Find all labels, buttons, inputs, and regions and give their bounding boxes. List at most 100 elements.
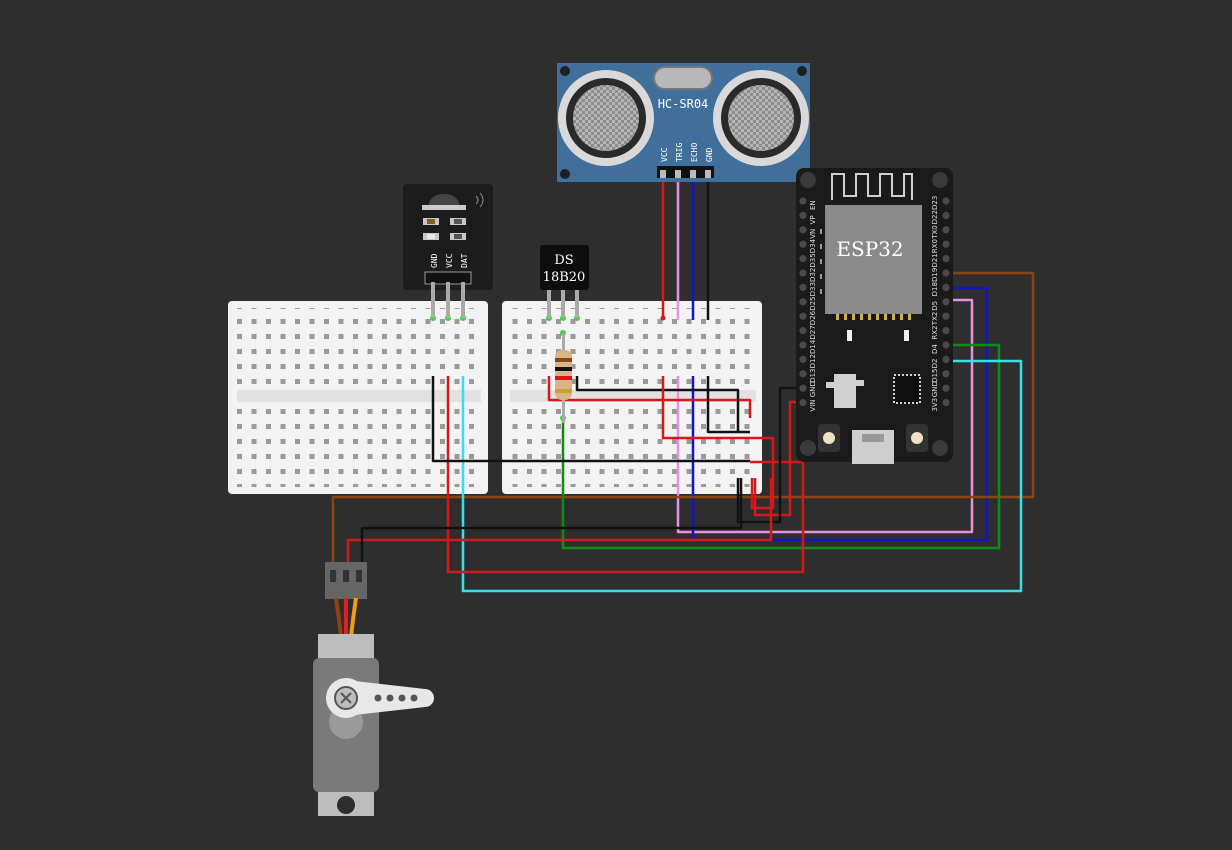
esp32-board[interactable]: ESP32 ENVPVND34D35D32D33D25D26D27D14D12D… — [796, 168, 953, 464]
wire-ir-gnd[interactable] — [431, 376, 750, 463]
wire-servo-signal[interactable] — [331, 271, 1035, 570]
esp32-left-pin-label: D35 — [809, 253, 817, 267]
esp32-right-pin-header: D23D22TX0RX0D21D19D18D5TX2RX2D4D2D15GND3… — [931, 196, 950, 412]
esp32-right-pin-hole[interactable] — [942, 255, 950, 263]
esp32-right-pin-label: TX0 — [931, 225, 939, 240]
wire-ir-vcc[interactable] — [446, 376, 805, 574]
antenna-trace-icon — [831, 173, 913, 200]
esp32-left-pin-hole[interactable] — [799, 269, 807, 277]
esp32-right-pin-hole[interactable] — [942, 298, 950, 306]
esp32-label: ESP32 — [836, 237, 903, 261]
ir-receiver[interactable]: GND VCC DAT — [403, 184, 493, 318]
esp32-right-pin-label: D4 — [931, 344, 939, 354]
esp32-left-pin-hole[interactable] — [799, 298, 807, 306]
esp32-right-pin-hole[interactable] — [942, 312, 950, 320]
esp32-right-pin-label: D22 — [931, 210, 939, 224]
wire-ir-d2[interactable] — [461, 359, 1023, 593]
esp32-left-pin-hole[interactable] — [799, 355, 807, 363]
esp32-left-pin-hole[interactable] — [799, 283, 807, 291]
esp32-left-pin-label: EN — [809, 200, 817, 210]
esp32-right-pin-hole[interactable] — [942, 370, 950, 378]
esp32-left-pin-label: GND — [809, 381, 817, 397]
esp32-right-pin-hole[interactable] — [942, 211, 950, 219]
esp32-right-pin-hole[interactable] — [942, 197, 950, 205]
wire-ds18b20-vcc[interactable] — [547, 376, 752, 418]
ds18b20-sensor[interactable]: DS 18B20 — [540, 245, 589, 318]
esp32-left-pin-label: D26 — [809, 310, 817, 325]
esp32-left-pin-label: VN — [809, 229, 817, 239]
esp32-left-pin-label: D14 — [809, 339, 817, 354]
boot-button-icon[interactable] — [818, 424, 840, 452]
esp32-right-pin-hole[interactable] — [942, 341, 950, 349]
esp32-right-pin-hole[interactable] — [942, 355, 950, 363]
breadboard-right[interactable] — [502, 301, 762, 494]
esp32-right-pin-label: D18 — [931, 282, 939, 296]
esp32-left-pin-hole[interactable] — [799, 399, 807, 407]
transducer-right — [713, 70, 809, 166]
esp32-left-pin-hole[interactable] — [799, 197, 807, 205]
esp32-left-pin-label: D34 — [809, 238, 817, 253]
esp32-left-pin-hole[interactable] — [799, 240, 807, 248]
esp32-left-pin-label: VIN — [809, 400, 817, 412]
esp32-right-pin-hole[interactable] — [942, 327, 950, 335]
wire-ds18b20-gnd[interactable] — [575, 376, 740, 432]
wire-esp32-vin[interactable] — [753, 400, 803, 517]
hc-sr04-sensor[interactable]: HC-SR04 VCC TRIG ECHO GND — [557, 63, 810, 182]
wire-servo-gnd[interactable] — [360, 478, 743, 570]
esp32-right-pin-hole[interactable] — [942, 283, 950, 291]
esp32-right-pin-hole[interactable] — [942, 269, 950, 277]
wire-servo-vcc[interactable] — [346, 478, 773, 570]
esp32-right-pin-label: 3V3 — [931, 398, 939, 412]
esp32-right-pin-label: D21 — [931, 253, 939, 267]
esp32-right-pin-hole[interactable] — [942, 399, 950, 407]
esp32-left-pin-label: D25 — [809, 296, 817, 310]
wire-esp32-gnd[interactable] — [736, 386, 803, 524]
esp32-right-pin-label: RX2 — [931, 325, 939, 339]
esp32-right-pin-hole[interactable] — [942, 240, 950, 248]
esp32-left-pin-label: D33 — [809, 282, 817, 296]
esp32-left-pin-hole[interactable] — [799, 341, 807, 349]
ds18b20-label-line2: 18B20 — [543, 270, 586, 285]
esp32-left-pin-label: D13 — [809, 368, 817, 382]
esp32-left-pin-label: VP — [809, 215, 817, 224]
wire-hcsr04-gnd-rail[interactable] — [706, 376, 750, 434]
ir-pin-gnd: GND — [430, 253, 439, 268]
esp32-left-pin-hole[interactable] — [799, 255, 807, 263]
ir-pin-dat: DAT — [460, 253, 469, 268]
esp32-left-pin-label: D27 — [809, 325, 817, 339]
esp32-right-pin-label: RX0 — [931, 239, 939, 253]
esp32-right-pin-hole[interactable] — [942, 226, 950, 234]
wire-ds18b20-d4[interactable] — [561, 343, 1001, 550]
wire-hcsr04-vcc-rail[interactable] — [661, 376, 775, 510]
esp32-right-pin-hole[interactable] — [942, 384, 950, 392]
wire-echo-d18[interactable] — [691, 286, 989, 542]
breadboard-left[interactable] — [228, 301, 488, 494]
esp32-right-pin-label: TX2 — [931, 312, 939, 327]
hc-sr04-label: HC-SR04 — [658, 97, 709, 111]
esp32-right-pin-label: D5 — [931, 301, 939, 311]
esp32-left-pin-hole[interactable] — [799, 370, 807, 378]
esp32-right-pin-label: D15 — [931, 368, 939, 382]
wire-trig-d5[interactable] — [676, 298, 974, 534]
servo-motor[interactable] — [313, 562, 434, 816]
wires — [331, 175, 1035, 593]
esp32-right-pin-label: D2 — [931, 359, 939, 369]
esp32-left-pin-hole[interactable] — [799, 384, 807, 392]
esp32-left-pin-hole[interactable] — [799, 211, 807, 219]
esp32-left-pin-label: D32 — [809, 268, 817, 282]
ds18b20-label-line1: DS — [554, 253, 573, 268]
esp32-left-pin-hole[interactable] — [799, 312, 807, 320]
hc-sr04-pin-vcc: VCC — [660, 147, 669, 162]
transducer-left — [558, 70, 654, 166]
ir-pin-vcc: VCC — [445, 253, 454, 268]
hc-sr04-pin-gnd: GND — [705, 147, 714, 162]
esp32-left-pin-label: D12 — [809, 354, 817, 368]
hc-sr04-pin-echo: ECHO — [690, 143, 699, 162]
chip-icon — [893, 374, 921, 404]
pullup-resistor[interactable] — [555, 333, 572, 423]
esp32-left-pin-hole[interactable] — [799, 226, 807, 234]
reset-button-icon[interactable] — [906, 424, 928, 452]
esp32-left-pin-hole[interactable] — [799, 327, 807, 335]
